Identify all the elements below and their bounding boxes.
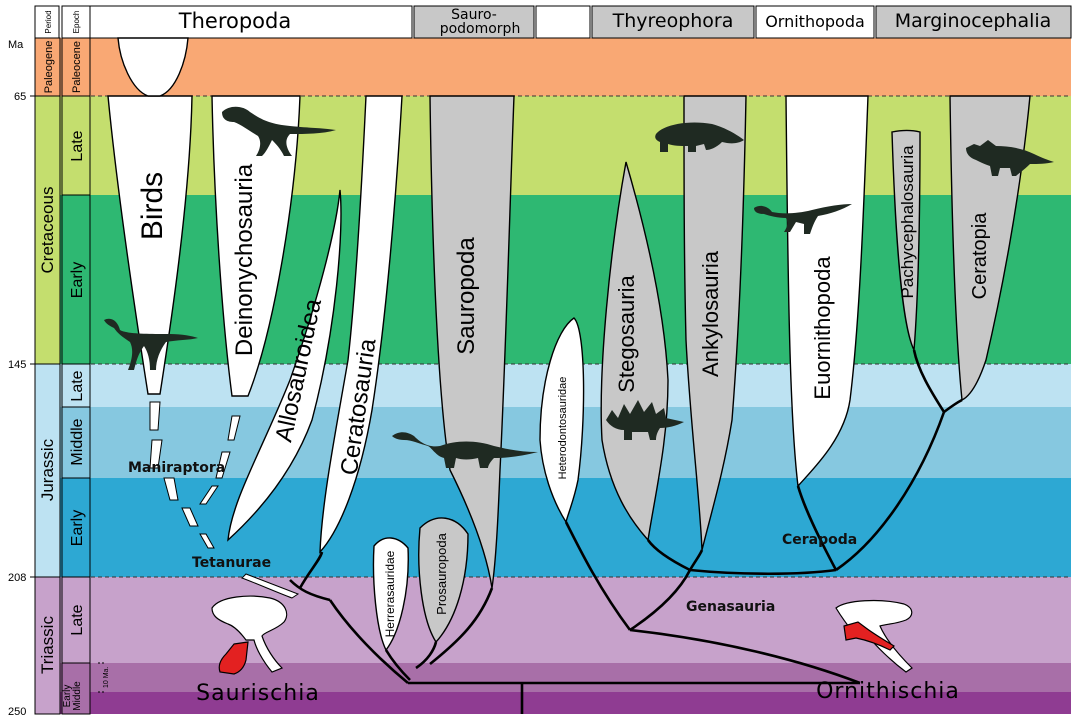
label-deinonychosauria: Deinonychosauria [231,163,258,356]
band-paleogene [35,38,1071,96]
label-sauropoda: Sauropoda [453,237,480,355]
spindle-heterodontosauridae [539,317,585,524]
header-period: Period [44,10,53,33]
spindle-ceratopia [949,95,1031,402]
band-triassic-early [35,692,1071,714]
maniraptoran-silhouette-icon [104,318,198,370]
order-ornithischia: Ornithischia [816,679,960,704]
epoch-triassic-early: Early [62,685,73,708]
node-labels: Maniraptora Tetanurae Cerapoda Genasauri… [128,460,857,615]
spindle-ceratosauria [319,95,403,554]
theropod-silhouette-icon [222,106,336,156]
epoch-jurassic-late: Late [69,370,86,401]
sauropod-silhouette-icon [392,432,538,468]
band-triassic-middle [35,663,1071,692]
label-pachycephalosauria: Pachycephalosauria [898,145,917,299]
node-genasauria: Genasauria [686,599,775,615]
ankylosaur-silhouette-icon [655,122,744,152]
header-sauropodomorph-2: podomorph [440,21,521,37]
label-ankylosauria: Ankylosauria [698,250,723,377]
epoch-cretaceous-late: Late [69,130,86,161]
ma-axis: Ma 65 145 208 250 [8,39,35,718]
order-saurischia: Saurischia [196,681,320,706]
header-marginocephalia: Marginocephalia [895,10,1052,32]
spindle-herrerasauridae [372,537,409,652]
tick-250: 250 [8,706,26,718]
epoch-paleocene: Paleocene [71,41,83,93]
spindle-allosauroidea [227,189,342,542]
epoch-cretaceous-early: Early [69,262,86,298]
band-triassic-late [35,577,1071,663]
clade-spindles [107,37,1031,652]
tick-208: 208 [8,572,26,584]
spindle-deinonychosauria [211,95,301,397]
scale-bar-label: 10 Ma. [103,667,110,688]
label-herrerasauridae: Herrerasauridae [383,550,397,637]
epoch-triassic-late: Late [69,604,86,635]
header-epoch: Epoch [72,11,81,34]
header-sauropodomorph-1: Sauro- [451,7,497,23]
ghost-lineages [149,401,300,599]
tree-branches [289,349,963,714]
period-paleogene: Paleogene [43,41,55,94]
spindle-euornithopoda [785,95,869,488]
epoch-column: Paleocene Late Early Late Middle Early L… [61,37,91,715]
period-jurassic: Jurassic [38,438,57,501]
epoch-jurassic-early: Early [69,510,86,546]
spindle-ankylosauria [683,95,747,551]
label-stegosauria: Stegosauria [614,275,639,393]
period-column: Paleogene Cretaceous Jurassic Triassic [34,37,61,715]
header-row: Period Epoch Theropoda Sauro- podomorph … [34,5,1072,39]
label-euornithopoda: Euornithopoda [810,256,835,400]
ornithopod-silhouette-icon [754,204,852,234]
epoch-jurassic-middle: Middle [69,418,86,465]
tick-65: 65 [14,91,26,103]
scale-bar: 10 Ma. [98,662,110,693]
label-birds: Birds [136,172,169,240]
header-theropoda: Theropoda [178,9,291,33]
node-maniraptora: Maniraptora [128,460,225,476]
spindle-prosauropoda [418,517,469,644]
node-tetanurae: Tetanurae [192,555,271,571]
header-ornithopoda: Ornithopoda [765,12,865,31]
label-ceratopia: Ceratopia [969,212,991,300]
spindle-birds [107,95,193,395]
axis-unit: Ma [8,39,24,51]
ornithischian-hip-icon [835,599,913,673]
saurischian-hip-icon [211,595,288,675]
stegosaur-silhouette-icon [606,400,684,440]
period-triassic: Triassic [38,616,57,674]
tick-145: 145 [8,359,26,371]
epoch-triassic-middle: Middle [72,681,83,711]
period-cretaceous: Cretaceous [38,187,57,274]
label-prosauropoda: Prosauropoda [434,532,449,614]
spindle-birds-paleogene [117,37,189,97]
silhouettes [104,106,1054,468]
label-heterodontosauridae: Heterodontosauridae [557,377,569,480]
node-cerapoda: Cerapoda [782,532,857,548]
ceratopsian-silhouette-icon [966,140,1054,176]
spindle-pachycephalosauria [891,129,921,353]
header-thyreophora: Thyreophora [612,10,734,32]
